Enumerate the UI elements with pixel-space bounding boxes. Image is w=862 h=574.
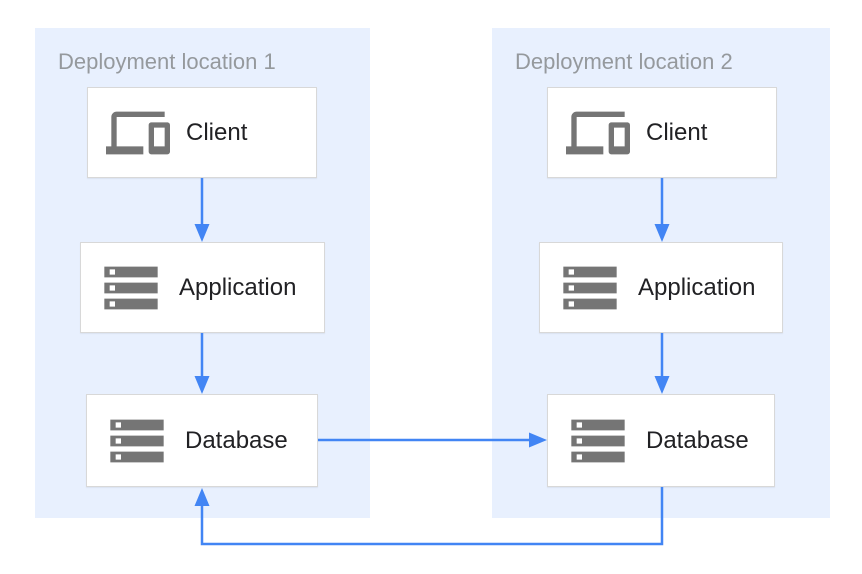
- devices-icon: [566, 101, 630, 165]
- node-label: Application: [179, 273, 297, 301]
- node-application-2: Application: [539, 242, 783, 333]
- devices-icon: [106, 101, 170, 165]
- server-stack-icon: [105, 409, 169, 473]
- deployment-location-2-panel: Deployment location 2 Client Application…: [492, 28, 830, 518]
- node-label: Client: [186, 118, 248, 146]
- node-client-2: Client: [547, 87, 777, 178]
- node-label: Database: [185, 426, 288, 454]
- node-application-1: Application: [80, 242, 325, 333]
- server-stack-icon: [99, 256, 163, 320]
- deployment-location-1-title: Deployment location 1: [58, 49, 276, 74]
- node-database-1: Database: [86, 394, 318, 487]
- node-database-2: Database: [547, 394, 775, 487]
- deployment-location-2-title: Deployment location 2: [515, 49, 733, 74]
- deployment-location-1-panel: Deployment location 1 Client Application…: [35, 28, 370, 518]
- server-stack-icon: [566, 409, 630, 473]
- server-stack-icon: [558, 256, 622, 320]
- node-label: Database: [646, 426, 749, 454]
- node-label: Client: [646, 118, 708, 146]
- node-label: Application: [638, 273, 756, 301]
- node-client-1: Client: [87, 87, 317, 178]
